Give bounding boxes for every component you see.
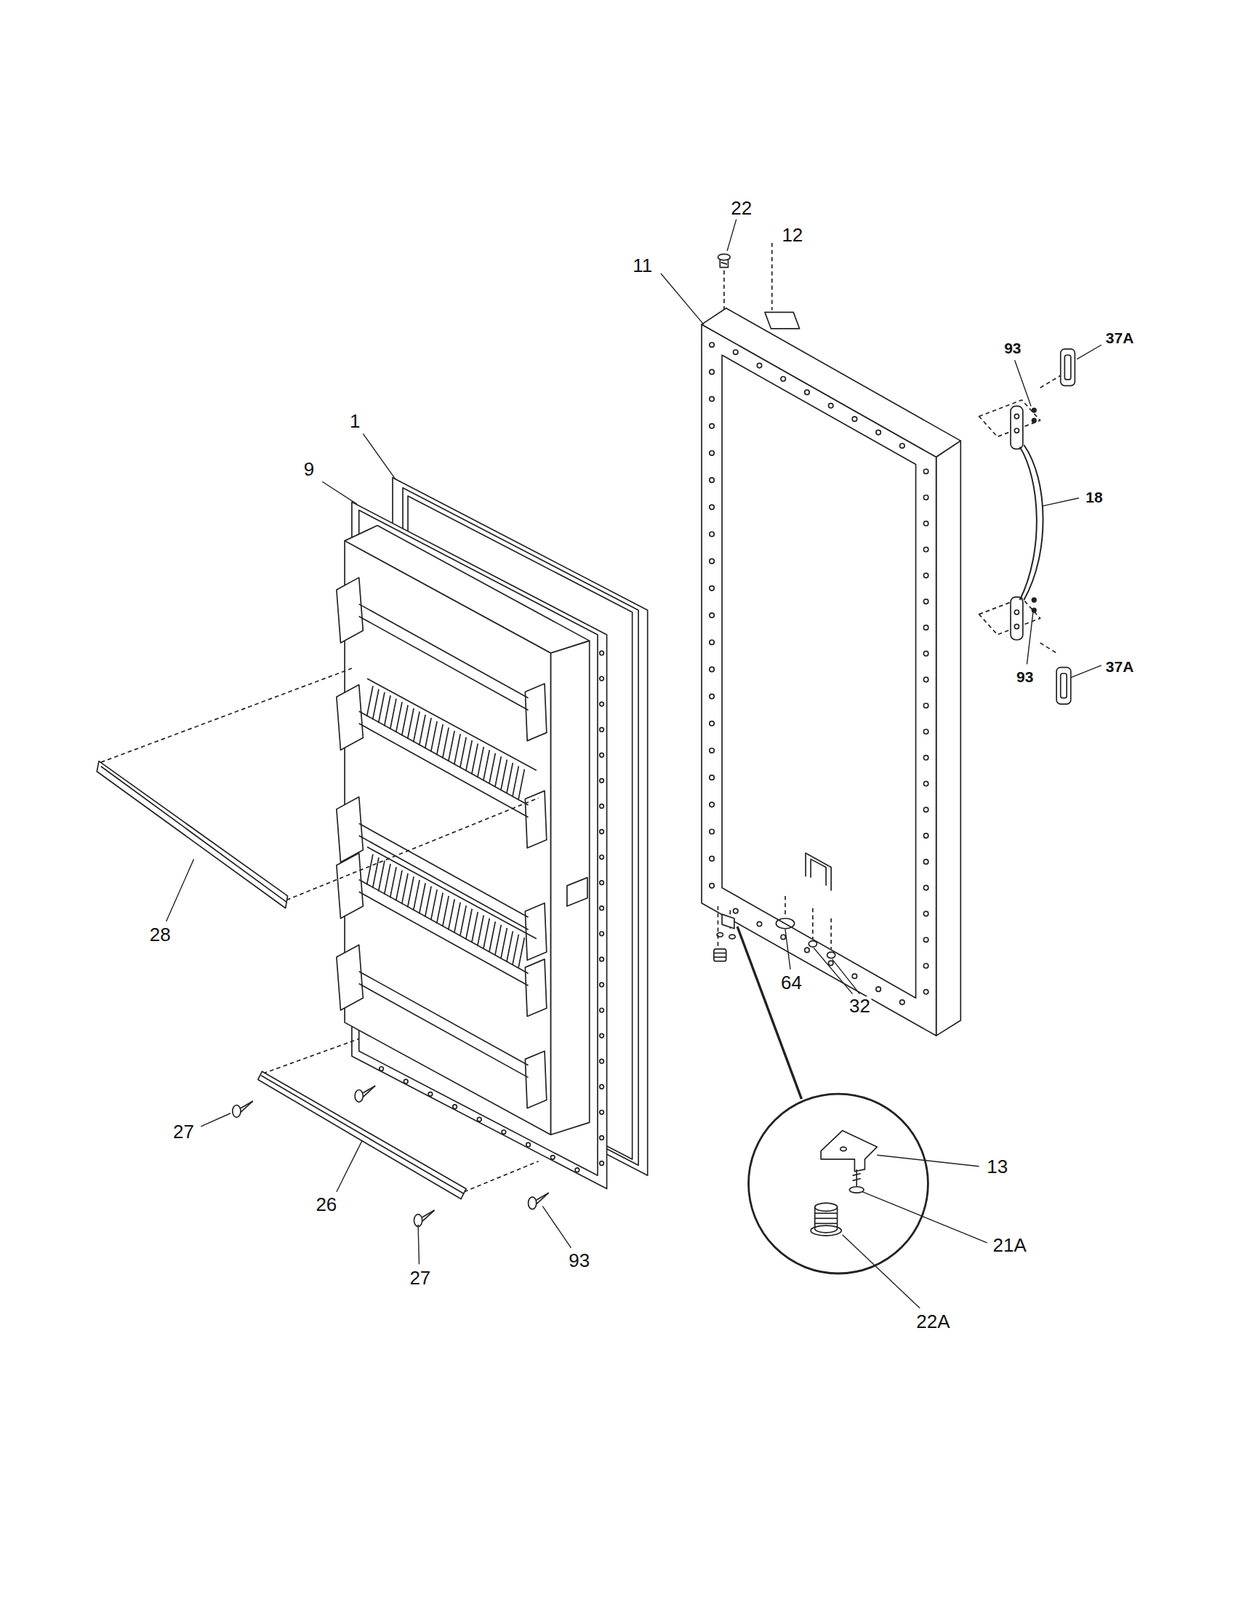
shelf-bars [96, 668, 539, 1199]
detail-callout [737, 926, 928, 1274]
callout-number: 93 [1002, 340, 1023, 356]
callout-number: 28 [148, 924, 173, 944]
hinge-pin [717, 253, 730, 309]
callout-number: 21A [990, 1235, 1028, 1255]
callout-number: 93 [567, 1250, 592, 1270]
callout-number: 27 [407, 1267, 432, 1287]
callout-number: 12 [780, 225, 805, 245]
callout-number: 13 [985, 1156, 1010, 1176]
callout-number: 26 [314, 1194, 339, 1214]
callout-number: 37A [1104, 330, 1136, 346]
callout-number: 18 [1084, 489, 1104, 505]
callout-number: 64 [779, 972, 804, 992]
callout-number: 22 [729, 198, 754, 218]
screws [232, 1085, 549, 1227]
callout-number: 9 [302, 459, 316, 479]
callout-number: 32 [847, 996, 872, 1015]
door-handle [979, 348, 1076, 704]
label-sticker [764, 242, 800, 329]
outer-door-panel [701, 308, 961, 1036]
leader-lines [166, 219, 1102, 1308]
callout-number: 11 [631, 255, 654, 275]
callout-number: 27 [171, 1121, 196, 1141]
door-liner [336, 501, 608, 1189]
callout-number: 1 [348, 411, 362, 431]
callout-number: 93 [1014, 668, 1035, 685]
callout-number: 22A [914, 1311, 951, 1331]
callout-number: 37A [1104, 658, 1136, 674]
